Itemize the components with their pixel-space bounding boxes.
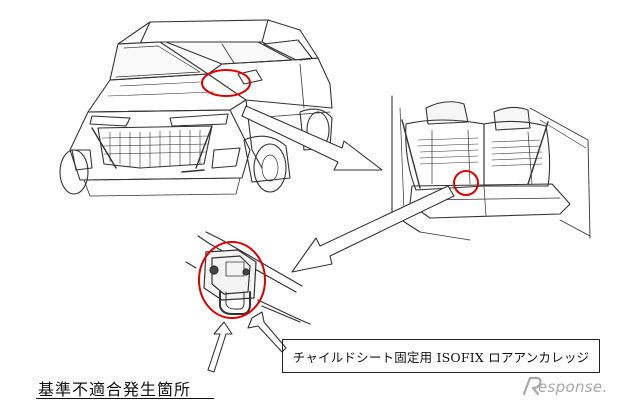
response-watermark: esponse.	[538, 378, 607, 396]
rear-seat-illustration	[391, 95, 591, 241]
car-highlight-circle	[201, 69, 251, 97]
defect-location-label: 基準不適合発生箇所	[38, 380, 192, 399]
pointer-to-part-name	[247, 311, 287, 353]
watermark-text: esponse.	[538, 378, 608, 396]
seat-highlight-circle	[453, 170, 479, 196]
pointer-to-defect-label	[207, 321, 233, 373]
arrow-seat-to-detail	[291, 185, 455, 273]
defect-label-underline	[36, 398, 214, 399]
detail-highlight-circle	[198, 241, 266, 319]
anchor-detail-illustration	[185, 231, 311, 325]
arrow-car-to-seat	[241, 105, 383, 171]
part-name-callout: チャイルドシート固定用 ISOFIX ロアアンカレッジ	[282, 339, 600, 373]
car-illustration	[59, 19, 333, 197]
response-logo-icon	[522, 376, 542, 396]
